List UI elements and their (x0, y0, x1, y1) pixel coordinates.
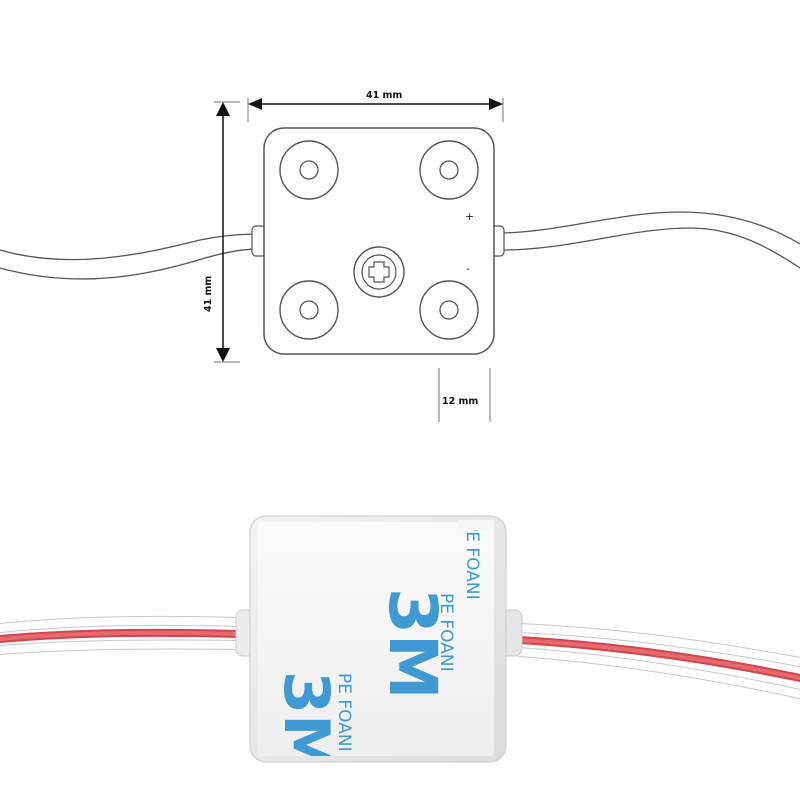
width-label: 41 mm (366, 90, 402, 101)
liner-text-top: PE FOANI (462, 521, 482, 600)
depth-label: 12 mm (442, 396, 478, 407)
liner-tab (458, 520, 494, 530)
led-lens-bottom-left (279, 280, 339, 340)
photo-right-wires (515, 623, 800, 699)
led-lens-top-right (419, 140, 479, 200)
polarity-plus-label: + (465, 210, 474, 223)
brand-mark-middle: 3M (374, 588, 451, 700)
right-wires (501, 211, 800, 269)
height-label: 41 mm (203, 276, 214, 312)
adhesive-liner: 3M PE FOANI 3M PE FOANI 3M PE FOANI (258, 503, 553, 776)
screw-icon (353, 246, 405, 298)
width-dimension: 41 mm (247, 90, 504, 122)
module-photo: 3M PE FOANI 3M PE FOANI 3M PE FOANI (0, 503, 800, 776)
brand-mark-bottom: 3M (270, 671, 343, 776)
led-lens-bottom-right (419, 280, 479, 340)
brand-mark-top: 3M (480, 503, 553, 608)
technical-drawing: + - 41 mm 41 mm 12 mm (0, 90, 800, 422)
photo-left-wires (0, 615, 245, 655)
liner-text-bottom: PE FOANI (334, 673, 354, 752)
depth-dimension: 12 mm (438, 368, 491, 422)
polarity-minus-label: - (466, 262, 470, 275)
height-dimension: 41 mm (203, 101, 240, 363)
liner-text-middle: PE FOANI (436, 593, 456, 672)
led-lens-top-left (279, 140, 339, 200)
left-wires (0, 233, 259, 280)
